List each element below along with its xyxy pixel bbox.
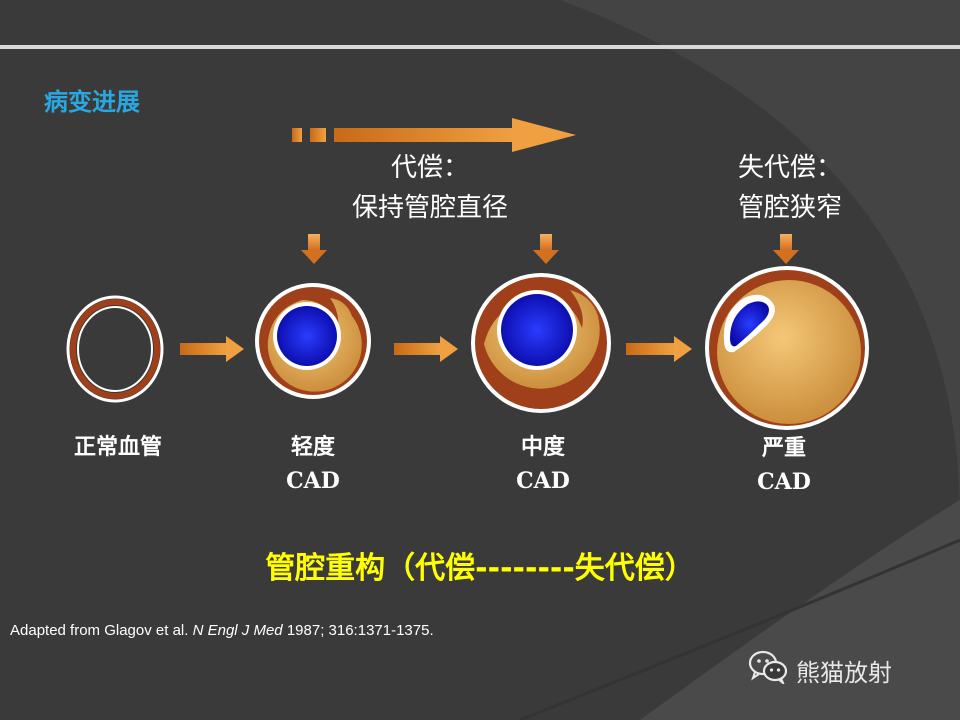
vessel-mild — [255, 283, 371, 399]
down-arrow-mild — [301, 234, 327, 264]
progression-arrow — [292, 118, 576, 152]
compensated-label: 代偿： 保持管腔直径 — [320, 148, 540, 228]
stage-normal-label: 正常血管 — [58, 430, 178, 464]
stage-normal-name: 正常血管 — [73, 434, 162, 460]
stage-mild-label: 轻度 CAD — [253, 430, 373, 498]
right-arrow-3 — [626, 336, 692, 362]
section-title: 病变进展 — [44, 88, 140, 116]
vessel-normal — [66, 295, 164, 403]
citation-prefix: Adapted from Glagov et al. — [10, 622, 193, 639]
wechat-icon — [748, 650, 788, 690]
vessel-severe — [705, 266, 869, 430]
header-divider — [0, 45, 960, 49]
decompensated-label: 失代偿： 管腔狭窄 — [700, 148, 880, 228]
down-arrow-severe — [773, 234, 799, 264]
decompensated-line2: 管腔狭窄 — [737, 193, 842, 223]
stage-severe-name: 严重 — [761, 435, 806, 461]
stage-severe-sub: CAD — [757, 469, 811, 495]
decompensated-line1: 失代偿： — [737, 153, 842, 183]
remodeling-title: 管腔重构（代偿--------失代偿） — [265, 551, 695, 586]
citation-journal: N Engl J Med — [192, 622, 283, 639]
stage-severe-label: 严重 CAD — [724, 431, 844, 499]
watermark-text: 熊猫放射 — [796, 658, 892, 687]
stage-mild-sub: CAD — [286, 468, 340, 494]
down-arrow-moderate — [533, 234, 559, 264]
stage-moderate-sub: CAD — [516, 468, 570, 494]
stage-moderate-label: 中度 CAD — [483, 430, 603, 498]
stage-mild-name: 轻度 — [290, 434, 335, 460]
compensated-line1: 代偿： — [390, 153, 469, 183]
compensated-line2: 保持管腔直径 — [351, 193, 508, 223]
stage-moderate-name: 中度 — [520, 434, 565, 460]
right-arrow-2 — [394, 336, 458, 362]
right-arrow-1 — [180, 336, 244, 362]
citation: Adapted from Glagov et al. N Engl J Med … — [10, 622, 434, 639]
vessel-moderate — [471, 273, 611, 413]
citation-suffix: 1987; 316:1371-1375. — [282, 622, 434, 639]
watermark: 熊猫放射 — [748, 650, 892, 690]
